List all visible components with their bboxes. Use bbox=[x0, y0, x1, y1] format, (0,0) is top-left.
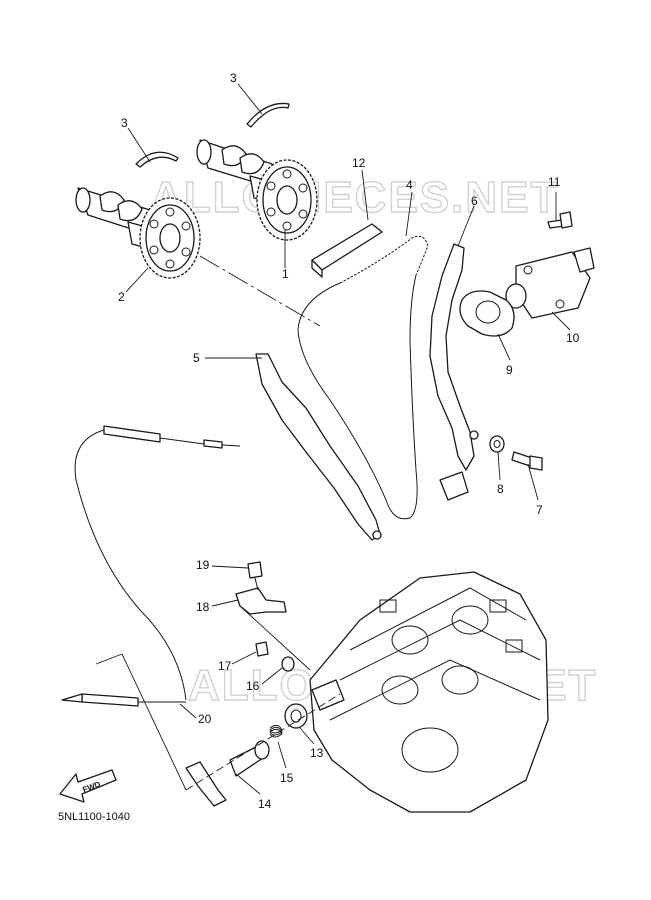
callout-12: 12 bbox=[352, 156, 366, 170]
callout-5: 5 bbox=[193, 351, 200, 365]
chain-guide-top bbox=[311, 223, 383, 271]
chain-tensioner bbox=[505, 247, 595, 319]
callout-4: 4 bbox=[406, 178, 413, 192]
cam-sprocket-exhaust bbox=[139, 197, 201, 279]
chain-loop-outline bbox=[297, 274, 418, 520]
part-code: 5NL1100-1040 bbox=[58, 811, 130, 823]
callout-10: 10 bbox=[566, 331, 580, 345]
callout-numbers: 1 2 3 3 4 5 6 7 8 9 10 11 12 13 14 15 16… bbox=[118, 71, 580, 811]
callout-20: 20 bbox=[198, 712, 212, 726]
fwd-arrow-icon: FWD bbox=[59, 769, 117, 803]
callout-15: 15 bbox=[280, 771, 294, 785]
callout-13: 13 bbox=[310, 746, 324, 760]
cover-bolt bbox=[255, 641, 269, 657]
cable-bracket bbox=[235, 587, 287, 615]
bracket-bolt bbox=[247, 561, 263, 591]
callout-14: 14 bbox=[258, 797, 272, 811]
chain-guide-tensioner bbox=[429, 243, 475, 471]
callout-17: 17 bbox=[218, 659, 232, 673]
tensioner-gasket bbox=[459, 290, 515, 337]
callout-7: 7 bbox=[536, 503, 543, 517]
guide-washer bbox=[489, 435, 505, 453]
decompression-lever bbox=[185, 740, 270, 807]
callout-1: 1 bbox=[282, 267, 289, 281]
watermark-top: ALLOPIECES.NET bbox=[150, 173, 559, 222]
callout-18: 18 bbox=[196, 600, 210, 614]
decompression-cable bbox=[61, 425, 241, 707]
cam-retaining-clip-left bbox=[135, 151, 179, 168]
callout-19: 19 bbox=[196, 558, 210, 572]
callout-8: 8 bbox=[497, 482, 504, 496]
tensioner-bolt bbox=[547, 211, 573, 229]
callout-2: 2 bbox=[118, 290, 125, 304]
callout-3-left: 3 bbox=[121, 116, 128, 130]
leader-lines bbox=[95, 83, 571, 795]
oil-seal bbox=[284, 703, 308, 729]
timing-chain bbox=[339, 235, 429, 284]
callout-11: 11 bbox=[548, 175, 561, 189]
cylinder-head bbox=[309, 571, 549, 813]
guide-bolt bbox=[511, 451, 543, 471]
cam-centerline bbox=[199, 255, 321, 327]
callout-16: 16 bbox=[246, 679, 260, 693]
cam-sprocket-intake bbox=[256, 159, 318, 241]
callout-3-right: 3 bbox=[230, 71, 237, 85]
cam-retaining-clip-right bbox=[246, 102, 290, 128]
o-ring-washer bbox=[281, 656, 295, 672]
callout-9: 9 bbox=[506, 363, 513, 377]
callout-6: 6 bbox=[471, 194, 478, 208]
